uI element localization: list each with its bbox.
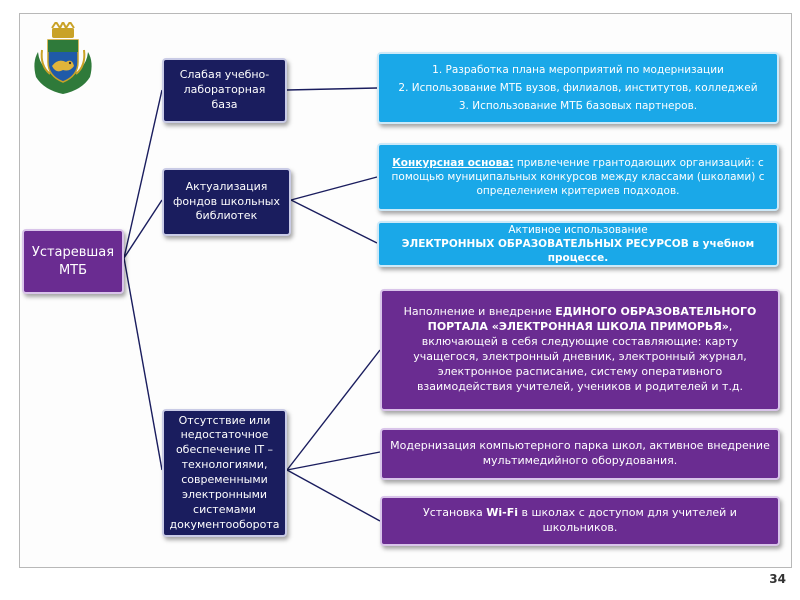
portal-bold: ЕДИНОГО ОБРАЗОВАТЕЛЬНОГО ПОРТАЛА «ЭЛЕКТР…: [427, 305, 757, 334]
branch-it: Отсутствие или недостаточное обеспечение…: [162, 409, 287, 537]
list-item: 3. Использование МТБ базовых партнеров.: [458, 100, 698, 113]
resources-line2: ЭЛЕКТРОННЫХ ОБРАЗОВАТЕЛЬНЫХ РЕСУРСОВ в у…: [401, 237, 755, 265]
school-portal: Наполнение и внедрение ЕДИНОГО ОБРАЗОВАТ…: [380, 289, 780, 411]
list-item: 1. Разработка плана мероприятий по модер…: [432, 63, 724, 76]
portal-before: Наполнение и внедрение: [403, 305, 556, 319]
branch-label: Слабая учебно-лабораторная база: [179, 68, 270, 111]
portal-after: , включающей в себя следующие составляющ…: [413, 320, 747, 393]
root-node: Устаревшая МТБ: [22, 229, 124, 294]
competitive-text: привлечение грантодающих организаций: с …: [391, 156, 765, 198]
electronic-resources: Активное использование ЭЛЕКТРОННЫХ ОБРАЗ…: [377, 221, 779, 267]
page-number: 34: [769, 572, 786, 586]
resources-line1: Активное использование: [508, 223, 648, 236]
wifi-bold: Wi-Fi: [486, 506, 518, 520]
mtb-modernization-list: 1. Разработка плана мероприятий по модер…: [377, 52, 779, 124]
primorye-coat-of-arms-icon: [34, 22, 92, 94]
branch-lab-base: Слабая учебно-лабораторная база: [162, 58, 287, 123]
list-item: 2. Использование МТБ вузов, филиалов, ин…: [398, 81, 758, 94]
wifi-before: Установка: [423, 506, 487, 520]
wifi-after: в школах с доступом для учителей и школь…: [518, 506, 737, 534]
branch-label: Отсутствие или недостаточное обеспечение…: [169, 413, 280, 531]
computers-text: Модернизация компьютерного парка школ, а…: [390, 439, 770, 467]
competitive-lead: Конкурсная основа:: [392, 156, 514, 169]
root-label: Устаревшая МТБ: [31, 244, 115, 278]
computer-park: Модернизация компьютерного парка школ, а…: [380, 428, 780, 480]
branch-libraries: Актуализация фондов школьных библиотек: [162, 168, 291, 236]
branch-label: Актуализация фондов школьных библиотек: [173, 179, 280, 223]
wifi-install: Установка Wi-Fi в школах с доступом для …: [380, 496, 780, 546]
competitive-basis: Конкурсная основа: привлечение грантодаю…: [377, 143, 779, 211]
